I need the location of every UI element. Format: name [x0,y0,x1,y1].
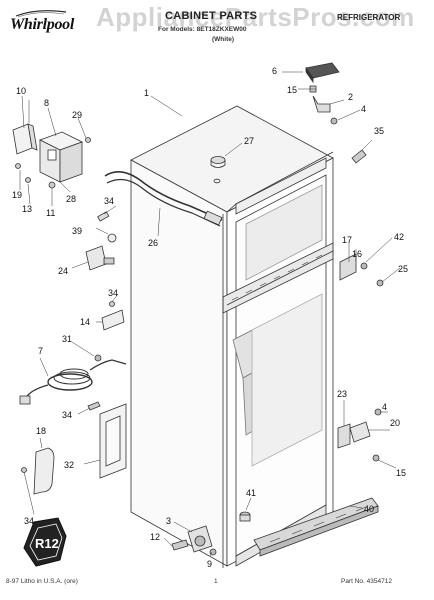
callout-15: 15 [396,468,406,478]
bottom-hinge [337,408,382,462]
print-info: 8-97 Litho in U.S.A. (ore) [6,578,78,585]
center-hinge [339,243,384,287]
toe-grille [253,497,379,557]
diagram-title: CABINET PARTS [165,10,258,22]
roller-assembly [171,525,217,556]
top-hinge [298,85,338,125]
page-number: 1 [214,578,218,585]
callout-10: 10 [16,86,26,96]
part-number: Part No. 4354712 [341,578,392,585]
screw [87,401,101,411]
callout-31: 31 [62,334,72,344]
callout-34: 34 [104,196,114,206]
refrigerant-badge: R12 [23,517,67,567]
callout-42: 42 [394,232,404,242]
refrigerant-badge-label: R12 [35,536,59,551]
freezer-liner [235,157,327,215]
cover-plate [21,447,55,495]
screw [85,137,91,143]
brand-name: Whirlpool [10,16,74,33]
screw [351,139,373,164]
callout-34: 34 [108,288,118,298]
wire-clip [95,211,117,243]
callout-23: 23 [337,389,347,399]
screw [15,163,31,183]
appliance-category: REFRIGERATOR [337,13,401,22]
callout-8: 8 [44,98,49,108]
callout-18: 18 [36,426,46,436]
callout-2: 2 [348,92,353,102]
top-plug [210,142,243,168]
model-number: For Models: 8ET18ZKXEW00 [158,26,247,33]
access-panel [99,403,127,479]
leveling-leg [239,511,251,522]
callout-7: 7 [38,346,43,356]
power-cord [19,354,127,405]
callout-19: 19 [12,190,22,200]
callout-6: 6 [272,66,277,76]
callout-labels: 1 6 15 2 4 35 27 10 8 29 19 13 11 28 34 … [12,66,408,569]
brand-logo-swoosh [15,10,67,18]
callout-13: 13 [22,204,32,214]
callout-34: 34 [24,516,34,526]
mounting-bracket [101,301,125,331]
wiring-harness [104,171,223,237]
callout-26: 26 [148,238,158,248]
callout-24: 24 [58,266,68,276]
brand-logo: Whirlpool [6,8,94,36]
callout-35: 35 [374,126,384,136]
callout-16: 16 [352,249,362,259]
callout-34: 34 [62,410,72,420]
callout-25: 25 [398,264,408,274]
cabinet-shell [130,105,334,568]
callout-14: 14 [80,317,90,327]
watermark: AppliancePartsPros.com [96,2,415,32]
callout-1: 1 [144,88,149,98]
relay-cover [12,100,38,155]
callout-12: 12 [150,532,160,542]
callout-17: 17 [342,235,352,245]
callout-15: 15 [287,85,297,95]
callout-28: 28 [66,194,76,204]
callout-40: 40 [364,504,374,514]
callout-39: 39 [72,226,82,236]
callout-11: 11 [46,208,55,218]
callout-3: 3 [166,516,171,526]
control-box [38,131,84,191]
leader-lines [19,71,401,557]
model-color: (White) [212,36,235,43]
callout-20: 20 [390,418,400,428]
callout-32: 32 [64,460,74,470]
callout-41: 41 [246,488,256,498]
callout-4: 4 [382,402,387,412]
hinge-cover [305,62,340,84]
callout-9: 9 [207,559,212,569]
callout-4: 4 [361,104,366,114]
callout-27: 27 [244,136,254,146]
callout-29: 29 [72,110,82,120]
terminal-block [71,245,115,271]
